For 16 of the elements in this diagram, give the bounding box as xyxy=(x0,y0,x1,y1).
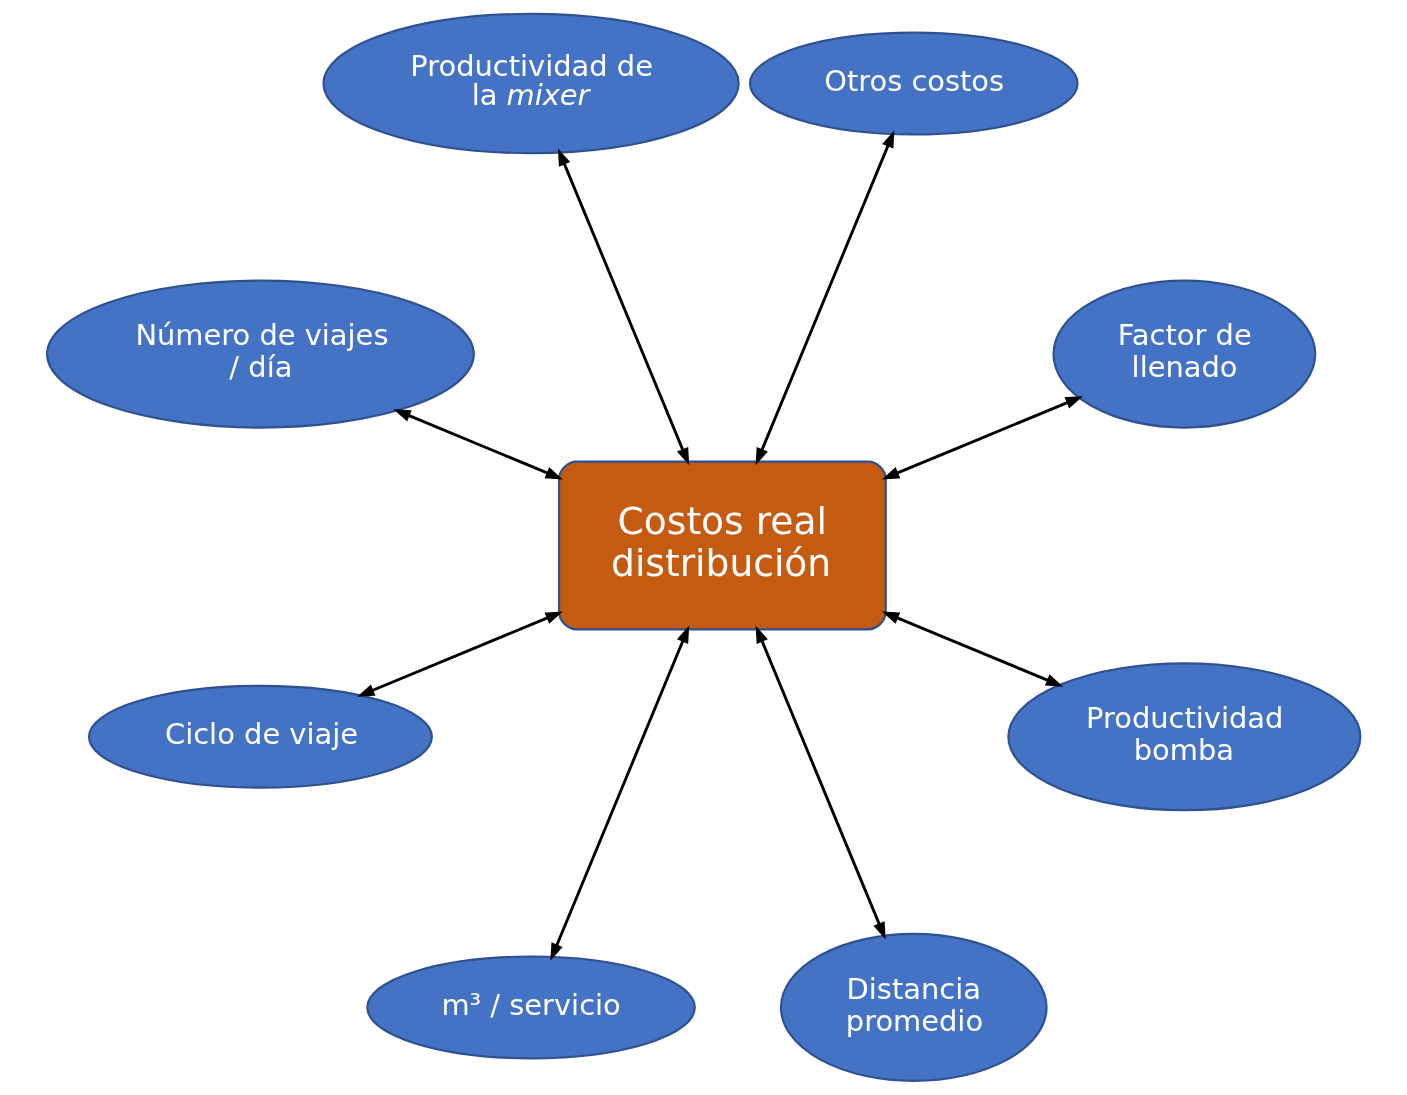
node-ellipse: Otros costos xyxy=(748,31,1079,136)
node-box: Costos real distribución xyxy=(557,460,887,631)
arrow xyxy=(357,611,563,697)
arrow xyxy=(550,625,690,961)
node-ellipse: Productividad de la mixer xyxy=(322,12,740,155)
arrow xyxy=(557,148,690,466)
arrow xyxy=(881,611,1064,687)
node-ellipse: m³ / servicio xyxy=(366,955,696,1060)
arrow xyxy=(755,625,886,940)
arrow xyxy=(755,130,895,466)
arrow xyxy=(881,396,1083,480)
node-ellipse: Productividad bomba xyxy=(1007,662,1362,812)
node-ellipse: Distancia promedio xyxy=(779,932,1048,1082)
arrow xyxy=(393,409,563,480)
node-ellipse: Número de viajes / día xyxy=(46,279,475,429)
node-ellipse: Factor de llenado xyxy=(1052,279,1317,429)
